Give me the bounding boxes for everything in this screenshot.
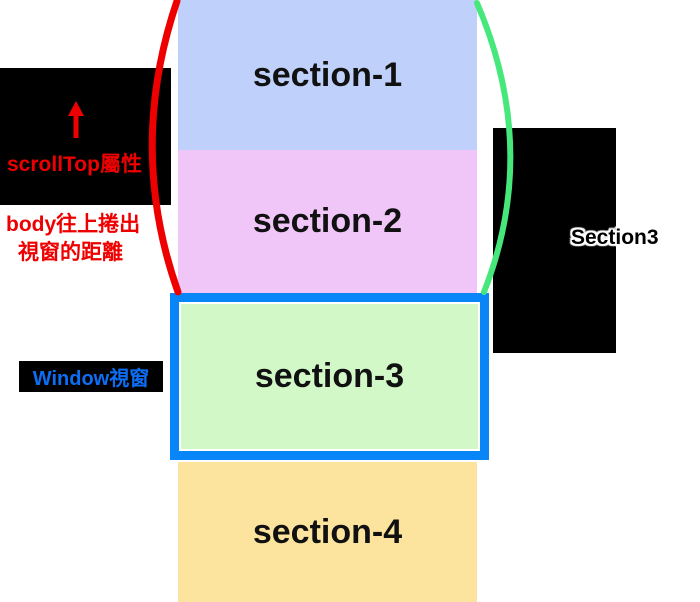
right-annotation-box <box>493 128 616 353</box>
scrolltop-annotation-box: scrollTop屬性 body往上捲出 視窗的距離 <box>0 68 171 264</box>
section-2-label: section-2 <box>252 202 403 240</box>
section-4-label: section-4 <box>252 512 403 551</box>
scrolltop-title: scrollTop屬性 <box>7 153 142 176</box>
section-1-block: section-1 <box>178 0 477 150</box>
scrolltop-desc-line1: body往上捲出 <box>6 213 141 236</box>
window-label-box: Window視窗 <box>19 361 163 392</box>
section-3-block: section-3 <box>181 304 478 449</box>
section-4-block: section-4 <box>178 462 477 602</box>
section-1-label: section-1 <box>252 55 403 94</box>
window-viewport-label: Window視窗 <box>32 368 150 390</box>
section-3-label: section-3 <box>254 357 405 395</box>
scrolltop-desc-line2: 視窗的距離 <box>18 241 123 264</box>
section-2-block: section-2 <box>178 150 477 293</box>
window-viewport-frame: section-3 <box>170 293 489 460</box>
right-section-label: Section3 <box>571 226 659 249</box>
